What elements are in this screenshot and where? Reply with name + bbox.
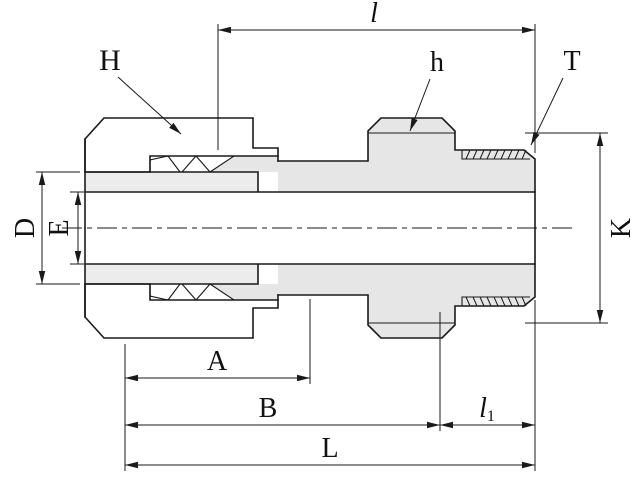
dimension-L: L — [125, 300, 536, 471]
dim-label-K: K — [606, 218, 637, 238]
fitting-section-half — [84, 117, 536, 229]
dim-label-D: D — [10, 218, 41, 238]
dim-label-B: B — [259, 393, 278, 424]
dimension-T: T — [530, 46, 581, 146]
front-ferrule — [180, 155, 212, 173]
back-ferrule — [149, 155, 182, 173]
dimension-l: l — [217, 0, 536, 153]
tube-wall — [85, 172, 258, 192]
dim-label-E: E — [44, 219, 75, 236]
dim-label-A: A — [207, 346, 228, 377]
dimension-D: D — [10, 171, 80, 285]
dimension-K: K — [525, 132, 637, 324]
dim-label-l: l — [370, 0, 378, 29]
bore-lines — [84, 138, 536, 229]
dim-label-H: H — [99, 44, 121, 77]
dimension-E: E — [44, 191, 84, 265]
body-nose-fill — [210, 156, 278, 172]
dim-label-h: h — [430, 47, 444, 78]
dimension-H: H — [99, 44, 182, 135]
dimension-l1: l1 — [440, 393, 535, 429]
thread-ticks — [465, 149, 527, 160]
dimension-h: h — [409, 47, 444, 132]
dim-label-l1: l1 — [479, 393, 495, 425]
nose-cone-line — [209, 155, 278, 173]
dimension-A: A — [124, 299, 311, 471]
dim-label-T: T — [563, 46, 580, 77]
dimension-B: B — [125, 312, 441, 431]
dim-label-L: L — [321, 433, 338, 464]
body-fill — [278, 118, 535, 192]
